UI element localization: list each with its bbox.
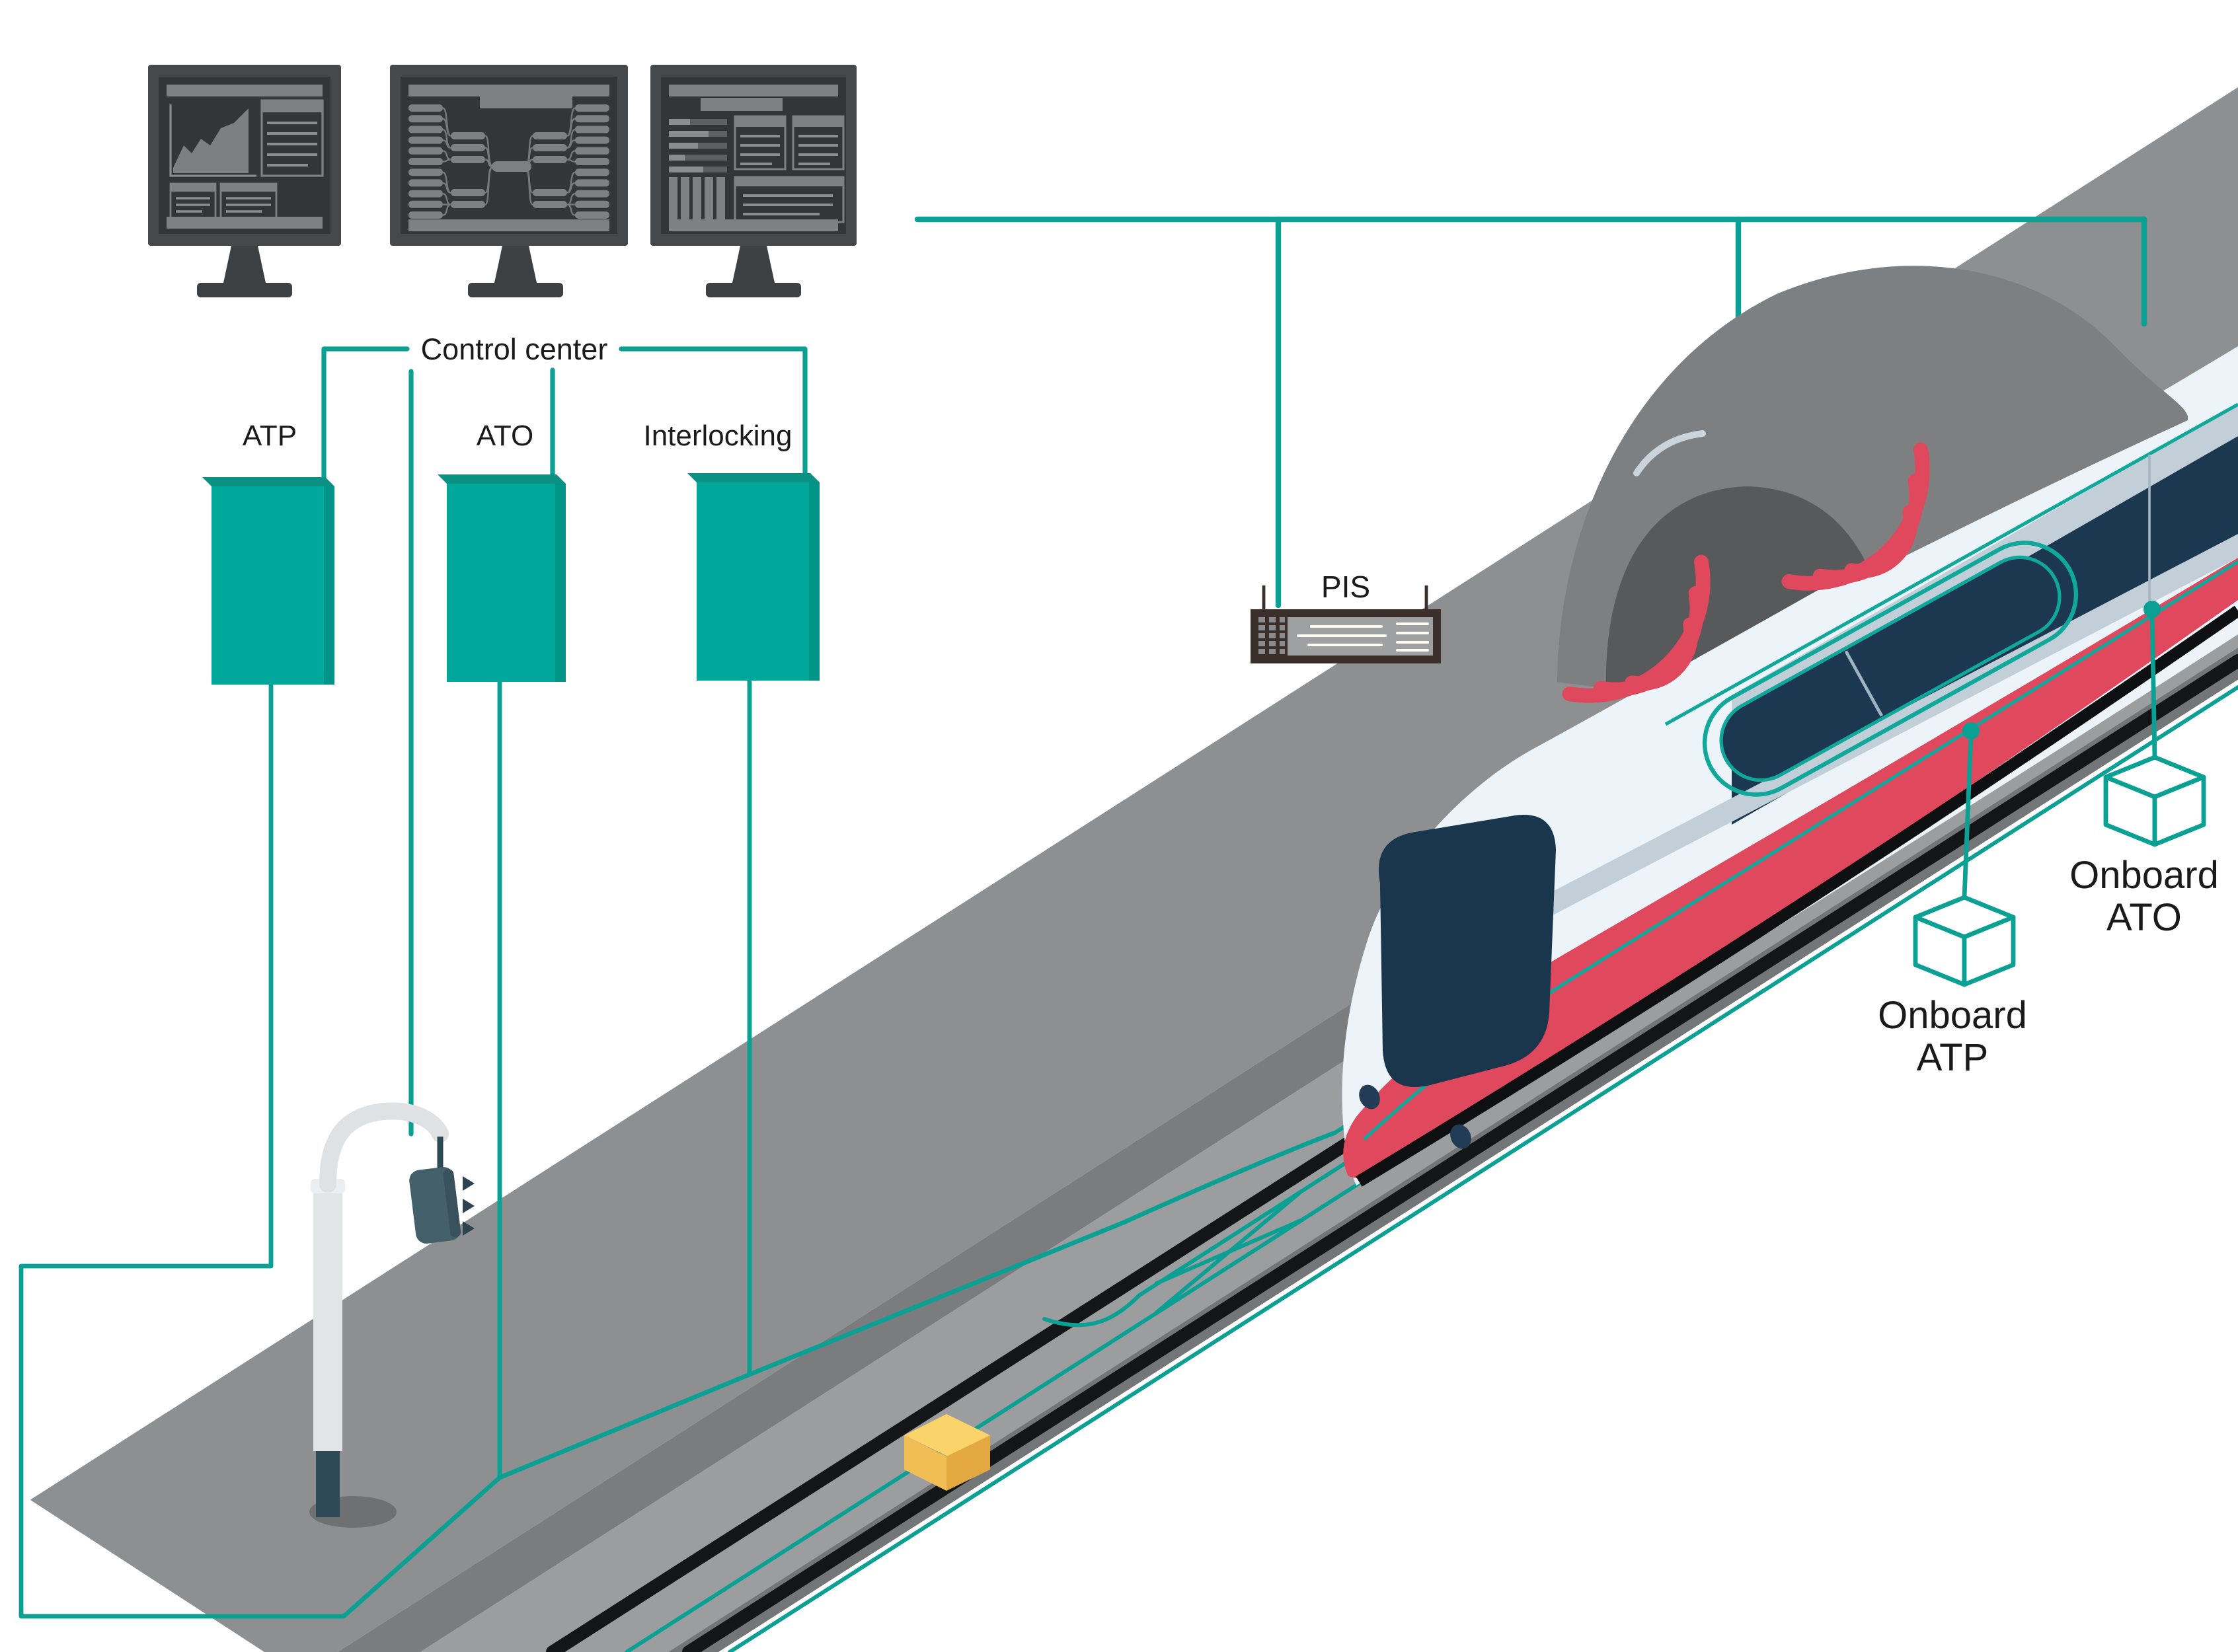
- trackside-signal-icon: [309, 1102, 475, 1528]
- onboard-atp-unit: [1915, 722, 2013, 985]
- wayside-cabinet-interlocking: [687, 473, 820, 681]
- onboard-ato-label-1: Onboard: [2069, 854, 2219, 897]
- balise-icon: [904, 1414, 990, 1491]
- link-control-to-interlocking: [619, 346, 808, 480]
- ato-antenna-dot: [2143, 601, 2161, 618]
- loop-crossover-b: [1155, 1189, 1304, 1314]
- monitor-chart: [173, 108, 249, 173]
- control-center-label: Control center: [421, 332, 608, 366]
- onboard-ato-unit: [2106, 601, 2204, 845]
- control-center-monitor-2: [390, 65, 628, 297]
- atp-label: ATP: [243, 420, 297, 452]
- link-control-to-atp: [321, 346, 410, 486]
- control-center-monitor-1: [148, 65, 341, 297]
- atp-track-cable: [19, 682, 1338, 1619]
- pis-label: PIS: [1321, 570, 1370, 604]
- track-loop-upper: [1042, 960, 1661, 1328]
- onboard-atp-label-2: ATP: [1917, 1036, 1989, 1079]
- onboard-atp-label-1: Onboard: [1878, 994, 2027, 1037]
- pis-display-icon: [1251, 585, 1441, 663]
- ato-label: ATO: [477, 420, 533, 452]
- control-center-monitor-3: [650, 65, 857, 297]
- onboard-ato-label-2: ATO: [2106, 896, 2182, 939]
- wayside-cabinet-ato: [438, 474, 566, 682]
- atp-antenna-dot: [1962, 722, 1980, 739]
- wayside-cabinet-atp: [202, 477, 334, 685]
- interlocking-label: Interlocking: [643, 420, 792, 452]
- lineside-cable-lower: [728, 685, 2238, 1652]
